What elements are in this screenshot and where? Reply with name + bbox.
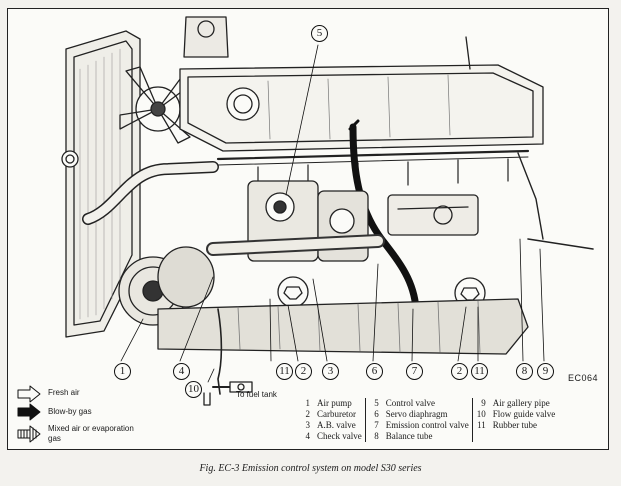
balance-tube — [157, 298, 529, 355]
legend-blowby-gas: Blow-by gas — [48, 407, 92, 416]
hollow-arrow-icon — [17, 385, 41, 403]
callout-6: 6 — [366, 363, 383, 380]
legend-fresh-air: Fresh air — [48, 388, 80, 397]
callout-7: 7 — [406, 363, 423, 380]
figure-caption: Fig. EC-3 Emission control system on mod… — [199, 463, 422, 474]
part-name: Carburetor — [317, 409, 356, 419]
striped-arrow-icon — [17, 425, 41, 443]
engine-illustration — [17, 16, 594, 443]
cooling-fan — [119, 66, 197, 144]
radiator — [61, 30, 141, 338]
part-number: 9 — [471, 398, 490, 409]
part-name: Control valve — [385, 398, 435, 408]
part-name: Air pump — [317, 398, 352, 408]
part-name: Emission control valve — [385, 420, 469, 430]
part-name: Rubber tube — [492, 420, 537, 430]
part-number: 2 — [305, 409, 311, 419]
distributor — [183, 16, 229, 58]
part-name: Balance tube — [385, 431, 433, 441]
air-gallery-pipe — [216, 149, 544, 240]
part-number: 3 — [305, 420, 311, 430]
legend-symbols — [17, 385, 41, 443]
parts-list: 1 Air pump 5 Control valve 9 Air gallery… — [297, 398, 558, 442]
leader-lines — [120, 44, 545, 383]
part-name: Check valve — [317, 431, 362, 441]
valve-cover — [179, 36, 544, 152]
callout-9: 9 — [537, 363, 554, 380]
callout-11: 11 — [276, 363, 293, 380]
callout-5: 5 — [311, 25, 328, 42]
part-number: 1 — [305, 398, 311, 408]
part-number: 7 — [364, 420, 383, 431]
part-name: Air gallery pipe — [492, 398, 550, 408]
part-number: 8 — [364, 431, 383, 442]
callout-8: 8 — [516, 363, 533, 380]
callout-2: 2 — [295, 363, 312, 380]
callout-10: 10 — [185, 381, 202, 398]
callout-3: 3 — [322, 363, 339, 380]
fuel-tank-label: To fuel tank — [236, 390, 277, 399]
part-number: 6 — [364, 409, 383, 420]
air-pump — [118, 246, 215, 326]
fuel-vent-line — [203, 308, 253, 406]
part-number: 4 — [305, 431, 311, 441]
part-name: Servo diaphragm — [385, 409, 448, 419]
part-name: A.B. valve — [317, 420, 356, 430]
air-gallery-outlet — [527, 238, 594, 250]
part-number: 11 — [471, 420, 490, 431]
callout-1: 1 — [114, 363, 131, 380]
carburetor-front — [277, 276, 309, 308]
figure-frame: 5 1 4 11 2 3 6 7 2 11 8 9 10 To fuel tan… — [7, 8, 609, 450]
figure-code: EC064 — [568, 373, 599, 383]
manifold-pipe — [206, 234, 385, 256]
callout-2b: 2 — [451, 363, 468, 380]
part-number: 10 — [471, 409, 490, 420]
legend-mixed-air: Mixed air or evaporation gas — [48, 424, 134, 443]
callout-11b: 11 — [471, 363, 488, 380]
part-number: 5 — [364, 398, 383, 409]
solid-arrow-icon — [17, 403, 41, 421]
air-hose — [82, 161, 219, 225]
part-name: Flow guide valve — [492, 409, 556, 419]
callout-4: 4 — [173, 363, 190, 380]
